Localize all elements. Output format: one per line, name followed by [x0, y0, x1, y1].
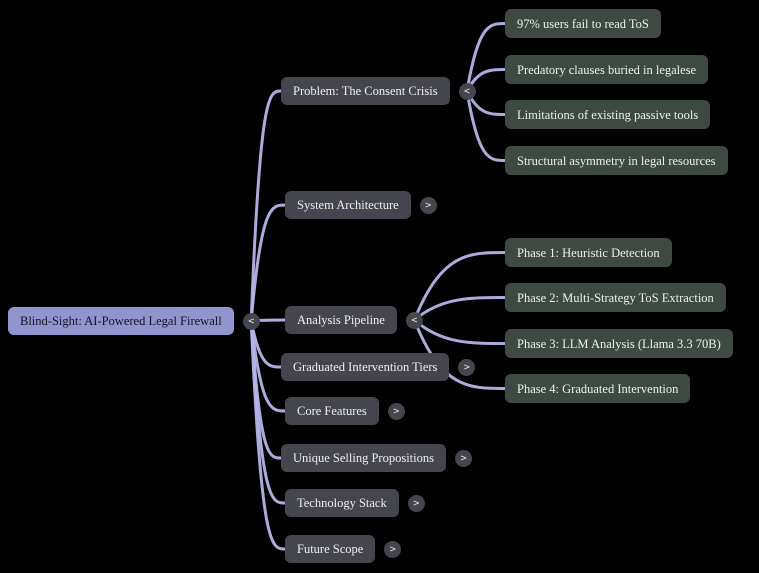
node-label[interactable]: Problem: The Consent Crisis [281, 77, 450, 105]
edge-problem-asymmetry [465, 89, 507, 162]
node-label[interactable]: Phase 1: Heuristic Detection [505, 238, 672, 267]
node-label[interactable]: Unique Selling Propositions [281, 444, 446, 472]
node-label[interactable]: 97% users fail to read ToS [505, 9, 661, 38]
edge-pipeline-phase-4 [412, 318, 507, 390]
node-label[interactable]: Graduated Intervention Tiers [281, 353, 450, 381]
node-label[interactable]: Technology Stack [285, 489, 399, 517]
node-phase-4-graduated-intervention: Phase 4: Graduated Intervention [505, 374, 691, 403]
expand-toggle[interactable]: > [454, 449, 472, 467]
node-label[interactable]: Phase 2: Multi-Strategy ToS Extraction [505, 283, 726, 312]
collapse-toggle[interactable]: < [242, 312, 260, 330]
collapse-toggle[interactable]: < [405, 311, 423, 329]
node-system-architecture: System Architecture > [285, 191, 437, 219]
node-label[interactable]: System Architecture [285, 191, 411, 219]
expand-toggle[interactable]: > [419, 196, 437, 214]
expand-toggle[interactable]: > [458, 358, 476, 376]
node-label[interactable]: Blind-Sight: AI-Powered Legal Firewall [8, 307, 234, 335]
node-label[interactable]: Core Features [285, 397, 379, 425]
node-unique-selling-propositions: Unique Selling Propositions > [281, 444, 472, 472]
edge-root-future-scope [249, 319, 287, 551]
expand-toggle[interactable]: > [384, 540, 402, 558]
node-label[interactable]: Limitations of existing passive tools [505, 100, 711, 129]
node-structural-asymmetry-in-legal-resources: Structural asymmetry in legal resources [505, 146, 728, 175]
node-analysis-pipeline: Analysis Pipeline < [285, 306, 423, 334]
edge-root-system-architecture [249, 203, 287, 323]
node-graduated-intervention-tiers: Graduated Intervention Tiers > [281, 353, 476, 381]
node-label[interactable]: Structural asymmetry in legal resources [505, 146, 728, 175]
node-phase-3-llm-analysis: Phase 3: LLM Analysis (Llama 3.3 70B) [505, 329, 733, 358]
expand-toggle[interactable]: > [407, 494, 425, 512]
node-limitations-of-existing-passive-tools: Limitations of existing passive tools [505, 100, 711, 129]
node-root-blind-sight: Blind-Sight: AI-Powered Legal Firewall < [8, 307, 260, 335]
node-predatory-clauses-buried-in-legalese: Predatory clauses buried in legalese [505, 55, 709, 84]
collapse-toggle[interactable]: < [458, 82, 476, 100]
node-core-features: Core Features > [285, 397, 405, 425]
expand-toggle[interactable]: > [387, 402, 405, 420]
edge-problem-tos-stat [465, 22, 507, 93]
node-problem-consent-crisis: Problem: The Consent Crisis < [281, 77, 476, 105]
node-label[interactable]: Phase 3: LLM Analysis (Llama 3.3 70B) [505, 329, 733, 358]
node-phase-2-multi-strategy-tos-extraction: Phase 2: Multi-Strategy ToS Extraction [505, 283, 726, 312]
node-label[interactable]: Phase 4: Graduated Intervention [505, 374, 691, 403]
node-label[interactable]: Analysis Pipeline [285, 306, 397, 334]
edge-pipeline-phase-1 [412, 251, 507, 322]
node-label[interactable]: Future Scope [285, 535, 376, 563]
node-97-percent-users-fail-to-read-tos: 97% users fail to read ToS [505, 9, 661, 38]
node-phase-1-heuristic-detection: Phase 1: Heuristic Detection [505, 238, 672, 267]
node-label[interactable]: Predatory clauses buried in legalese [505, 55, 709, 84]
node-future-scope: Future Scope > [285, 535, 402, 563]
node-technology-stack: Technology Stack > [285, 489, 425, 517]
edge-pipeline-phase-3 [412, 318, 507, 345]
edge-pipeline-phase-2 [412, 296, 507, 322]
edge-root-problem [249, 89, 283, 323]
